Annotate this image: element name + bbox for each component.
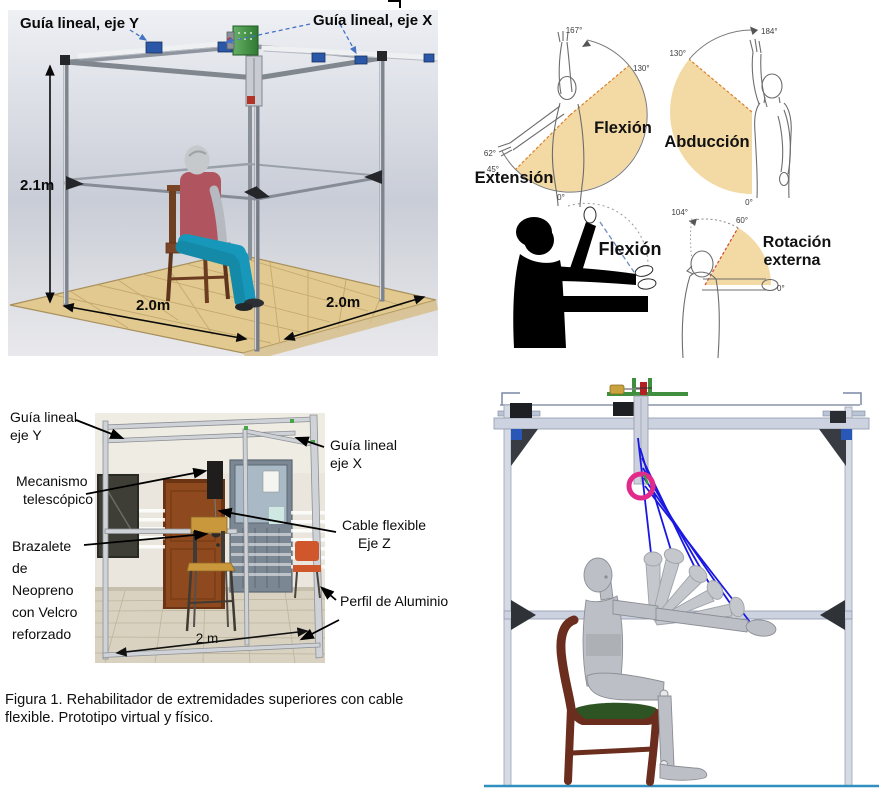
abduction-body-outline	[749, 38, 792, 199]
aluminum-frame	[60, 39, 438, 352]
physical-prototype-panel: 2 m Guía lineal eje Y Guía lineal eje X …	[0, 390, 465, 690]
silhouette-hands	[583, 206, 657, 290]
linear-guide-carriages	[145, 41, 435, 65]
photo-callout-arrows	[75, 419, 340, 641]
rom-flexion-extension: 167° 130° 62° 45° 0° Flexión Extensión	[475, 26, 652, 208]
flexion-body-outline	[497, 31, 585, 208]
sim-corner-gusset-right	[819, 429, 846, 466]
sim-mid-bracket-right	[820, 600, 845, 630]
rom-diagrams: 167° 130° 62° 45° 0° Flexión Extensión 1…	[475, 26, 831, 359]
flexion-sector	[515, 65, 647, 192]
sim-thigh	[586, 672, 665, 701]
height-dim-label: 2.1m	[20, 177, 54, 194]
sim-motor-assembly	[607, 378, 688, 396]
figure-caption: Figura 1. Rehabilitador de extremidades …	[5, 692, 463, 728]
angle-184: 184°	[761, 27, 778, 36]
angle-62: 62°	[484, 149, 496, 158]
label-guide-y: Guía lineal eje Y	[10, 409, 77, 444]
guide-callouts: Guía lineal, eje Y Guía lineal, eje X	[20, 12, 432, 55]
sim-chair-back	[556, 615, 579, 713]
z-carriage	[245, 55, 263, 107]
frame-joint-marks	[244, 419, 315, 444]
prototype-photo: 2 m	[95, 413, 325, 663]
sim-top-bar	[493, 417, 870, 430]
caption-line-1: Figura 1. Rehabilitador de extremidades …	[5, 692, 404, 708]
dimension-arrows	[45, 64, 426, 343]
page-crop-mark	[388, 0, 401, 8]
sim-frame	[484, 392, 879, 788]
photo-width-label: 2 m	[196, 631, 219, 646]
depth-dim-label: 2.0m	[136, 297, 170, 314]
rotation-sector	[705, 227, 771, 285]
flexion-label: Flexión	[594, 119, 652, 137]
sim-left-post	[503, 404, 512, 787]
patient	[175, 145, 264, 311]
rotation-body-outline	[681, 250, 779, 359]
angle-0: 0°	[557, 193, 565, 202]
sim-right-post	[844, 406, 853, 787]
width-dim-label: 2.0m	[326, 294, 360, 311]
simulation-side-view	[484, 378, 879, 788]
angle-60: 60°	[736, 216, 748, 225]
silhouette	[513, 217, 648, 348]
metal-door	[229, 459, 293, 593]
angle-45: 45°	[487, 165, 499, 174]
label-cable: Cable flexible Eje Z	[342, 517, 427, 552]
photo-chair-right	[293, 541, 321, 599]
photo-chair-center	[185, 516, 237, 632]
sim-foot	[659, 763, 708, 781]
abduction-label: Abducción	[664, 133, 749, 151]
angle-130: 130°	[633, 64, 650, 73]
angle-rot-0: 0°	[777, 284, 785, 293]
label-bracelet: Brazalete de Neopreno con Velcro reforza…	[12, 538, 78, 642]
sim-motor-brass	[609, 384, 625, 395]
label-guide-x: Guía lineal eje X	[330, 437, 397, 472]
rom-external-rotation: 104° 60° 0° Rotación externa	[671, 208, 831, 359]
sim-mannequin	[582, 548, 777, 781]
sim-chair	[556, 615, 660, 786]
rom-elbow-flexion: Flexión	[513, 202, 662, 348]
sim-forearm	[655, 607, 749, 633]
guide-x-label: Guía lineal, eje X	[313, 12, 432, 29]
angle-abd-130: 130°	[669, 49, 686, 58]
sim-head	[583, 557, 613, 593]
virtual-prototype-render: 2.1m 2.0m 2.0m Guía lineal, eje Y Guía l…	[8, 10, 438, 356]
patient-shin	[235, 250, 256, 305]
guide-y-label: Guía lineal, eje Y	[20, 15, 139, 32]
photo-width-dimension: 2 m	[115, 627, 309, 657]
rotation-label-1: Rotación	[763, 234, 831, 251]
extension-label: Extensión	[475, 169, 554, 187]
paper-notice	[262, 470, 280, 493]
caption-line-2: flexible. Prototipo virtual y físico.	[5, 709, 214, 726]
elbow-flexion-label: Flexión	[598, 239, 661, 259]
angle-167: 167°	[566, 26, 583, 35]
angle-abd-0: 0°	[745, 198, 753, 207]
patient-head	[184, 145, 210, 175]
sim-mid-bracket-left	[511, 600, 536, 630]
rom-abduction: 184° 130° 0° Abducción	[664, 26, 792, 207]
sim-shin	[657, 695, 675, 767]
label-profile: Perfil de Aluminio	[340, 593, 449, 609]
label-telescopic: Mecanismo telescópico	[16, 473, 94, 508]
sim-chair-cushion	[576, 702, 656, 719]
abduction-sector	[670, 59, 752, 194]
rotation-label-2: externa	[764, 252, 821, 269]
sim-pulley-ring	[626, 471, 656, 501]
sim-hand	[745, 619, 777, 637]
angle-104: 104°	[671, 208, 688, 217]
